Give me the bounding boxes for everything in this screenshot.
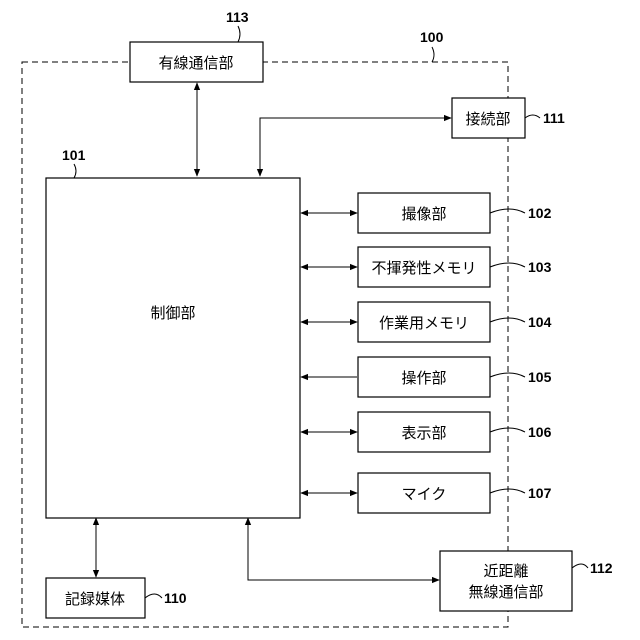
wired-comm-unit: 有線通信部 113 xyxy=(130,9,263,82)
imaging-ref: 102 xyxy=(528,205,552,221)
nfc-unit: 近距離 無線通信部 112 xyxy=(440,551,613,611)
control-unit-ref: 101 xyxy=(62,147,86,163)
nfc-label-line1: 近距離 xyxy=(483,562,528,580)
display-label: 表示部 xyxy=(401,424,446,442)
work-memory-unit: 作業用メモリ 104 xyxy=(358,302,552,342)
system-ref: 100 xyxy=(420,29,444,45)
connection-unit: 接続部 111 xyxy=(452,98,565,138)
operation-ref: 105 xyxy=(528,369,552,385)
nonvolatile-memory-label: 不揮発性メモリ xyxy=(371,259,476,277)
recording-medium-unit: 記録媒体 110 xyxy=(46,578,187,618)
mic-label: マイク xyxy=(402,485,447,503)
display-unit: 表示部 106 xyxy=(358,412,552,452)
nonvolatile-memory-ref: 103 xyxy=(528,259,552,275)
nfc-ref: 112 xyxy=(590,560,613,576)
imaging-label: 撮像部 xyxy=(401,205,446,223)
recording-medium-ref: 110 xyxy=(164,590,187,606)
nfc-label-line2: 無線通信部 xyxy=(468,583,543,601)
control-unit-label: 制御部 xyxy=(150,304,195,322)
mic-ref: 107 xyxy=(528,485,552,501)
mic-unit: マイク 107 xyxy=(358,473,552,513)
recording-medium-label: 記録媒体 xyxy=(65,590,125,608)
connection-label: 接続部 xyxy=(465,110,510,128)
wired-comm-ref: 113 xyxy=(226,9,249,25)
operation-unit: 操作部 105 xyxy=(358,357,552,397)
nonvolatile-memory-unit: 不揮発性メモリ 103 xyxy=(358,247,552,287)
display-ref: 106 xyxy=(528,424,552,440)
work-memory-ref: 104 xyxy=(528,314,552,330)
work-memory-label: 作業用メモリ xyxy=(379,314,469,332)
connection-link xyxy=(260,118,451,176)
control-unit: 制御部 101 xyxy=(46,147,300,518)
nfc-link xyxy=(248,518,439,580)
connection-ref: 111 xyxy=(543,110,565,126)
operation-label: 操作部 xyxy=(401,369,446,387)
system-ref-leader xyxy=(432,47,434,62)
imaging-unit: 撮像部 102 xyxy=(358,193,552,233)
wired-comm-label: 有線通信部 xyxy=(158,54,233,72)
